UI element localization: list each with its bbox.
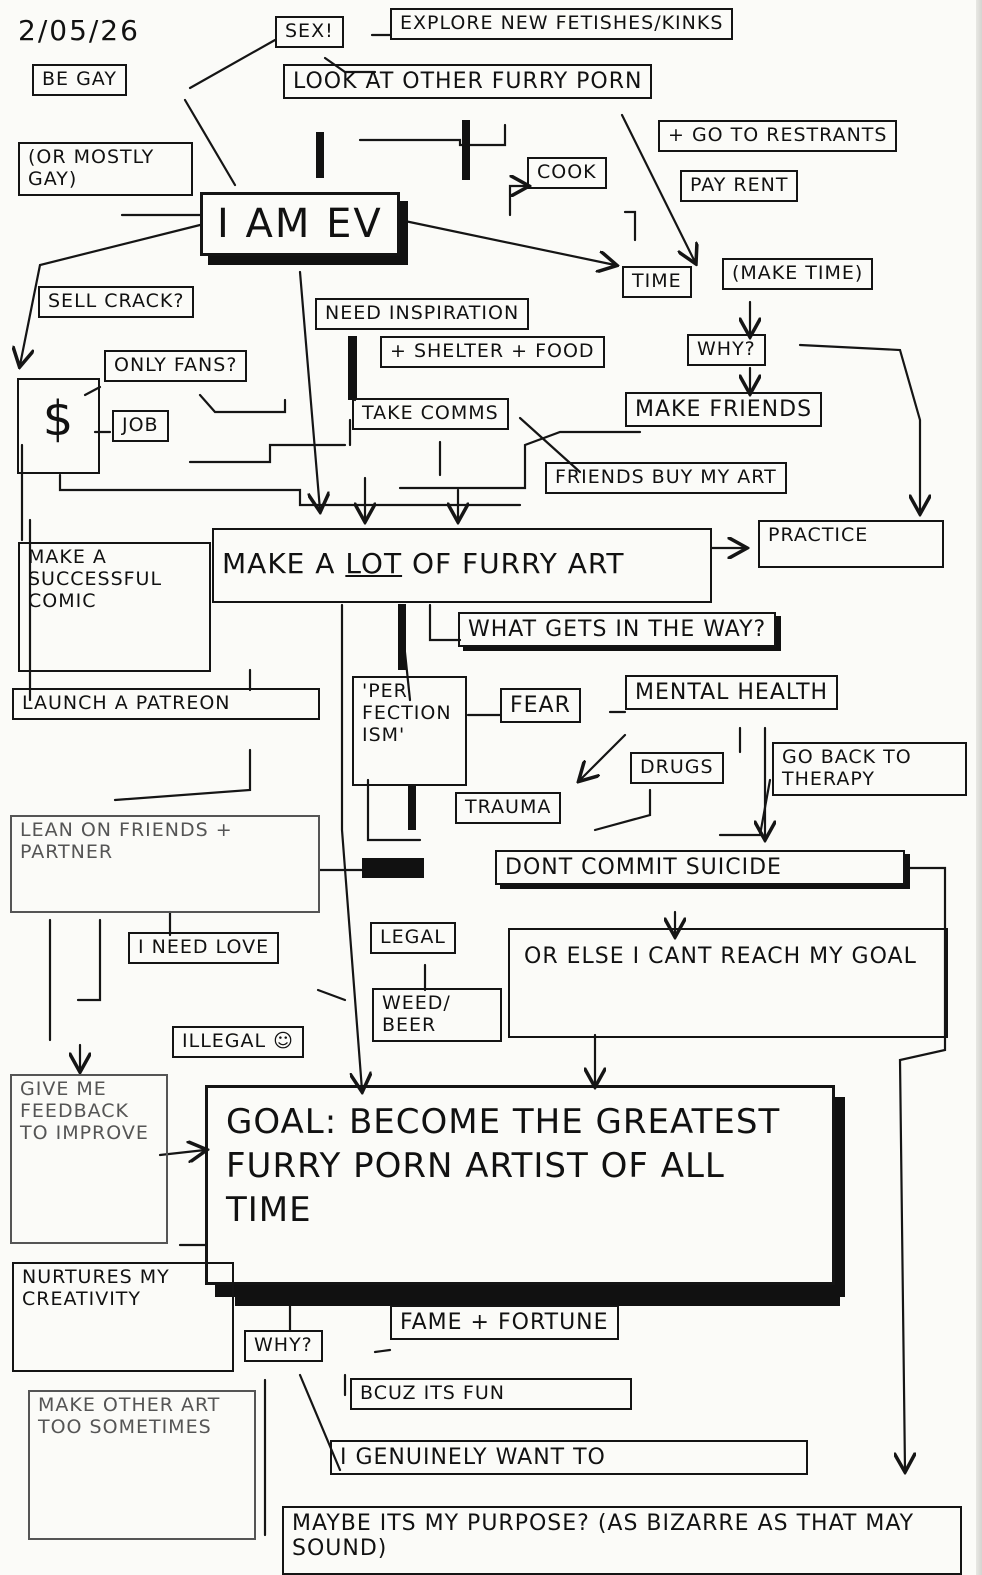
node-why-bottom: WHY? [244,1330,323,1362]
wire-sex-look [323,56,377,74]
wire-onlyfans-dollar [83,385,102,397]
make-art-text-c: OF FURRY ART [411,547,625,580]
wire-iam-left [20,223,202,365]
wire-job-bottom [188,443,347,464]
wire-why-genuinely [298,1373,342,1472]
wire-friends-zig [398,430,642,490]
node-feedback: GIVE ME FEEDBACK TO IMPROVE [10,1074,168,1244]
make-art-text-b: LOT [345,547,403,580]
node-therapy: GO BACK TO THERAPY [772,742,967,796]
bar-art-left [398,604,406,670]
bar-lean-arrow [362,858,424,878]
node-job: JOB [112,410,169,442]
node-make-friends: MAKE FRIENDS [625,392,823,428]
node-mostly-gay: (OR MOSTLY GAY) [18,142,193,196]
node-make-time: (MAKE TIME) [722,258,874,290]
date-label: 2/05/26 [18,14,140,47]
node-shelter-food: + SHELTER + FOOD [380,336,605,368]
node-explore: EXPLORE NEW FETISHES/KINKS [390,8,734,40]
node-legal: LEGAL [370,922,456,954]
node-sell-crack: SELL CRACK? [38,286,195,318]
node-make-comic: MAKE A SUCCESSFUL COMIC [18,542,211,672]
bar-inspiration [348,336,357,400]
node-patreon: LAUNCH A PATREON [12,688,320,720]
wire-art-main-down [340,603,362,1090]
node-illegal: ILLEGAL ☺ [172,1026,304,1058]
node-fame: FAME + FORTUNE [390,1305,619,1341]
wire-gay-to-iam [183,98,237,187]
node-weed-beer: WEED/ BEER [372,988,502,1042]
node-genuinely: I GENUINELY WANT TO [330,1440,808,1476]
wire-need-right [316,988,347,1002]
node-purpose: MAYBE ITS MY PURPOSE? (AS BIZARRE AS THA… [282,1506,962,1575]
wire-job-right [198,393,287,414]
node-fun: BCUZ ITS FUN [350,1378,632,1410]
node-friends-buy: FRIENDS BUY MY ART [545,462,787,494]
node-trauma: TRAUMA [455,792,562,824]
make-art-text-a: MAKE A [222,547,336,580]
node-or-else: OR ELSE I CANT REACH MY GOAL [508,928,948,1038]
wire-cook-in [508,186,527,217]
wire-need-down [76,918,102,1002]
wire-therapy-left [718,778,772,837]
node-goal: GOAL: BECOME THE GREATEST FURRY PORN ART… [205,1085,835,1285]
bar-under-look-b [462,120,470,180]
node-lean-on: LEAN ON FRIENDS + PARTNER [10,815,320,913]
node-fear: FEAR [500,688,581,724]
wire-iam-down [298,270,320,510]
wire-look-time [620,113,695,262]
wire-art-what [428,603,462,642]
node-only-fans: ONLY FANS? [104,350,248,382]
node-dont-suicide: DONT COMMIT SUICIDE [495,850,905,886]
node-need-love: I NEED LOVE [128,932,280,964]
bar-goal-bottom [235,1282,840,1306]
node-make-art: MAKE A LOT OF FURRY ART [212,528,712,603]
node-what-gets: WHAT GETS IN THE WAY? [458,612,777,648]
wire-cook-down [623,210,637,242]
node-time: TIME [622,266,692,298]
node-make-other: MAKE OTHER ART TOO SOMETIMES [28,1390,256,1540]
node-pay-rent: PAY RENT [680,170,799,202]
wire-drugs-down [593,788,652,832]
wire-dont-right [900,866,947,1470]
wire-why-fame [373,1348,392,1354]
node-need-inspiration: NEED INSPIRATION [315,298,530,330]
wire-perfection-down [366,778,422,842]
node-sex: SEX! [275,16,344,48]
bar-perfection-down [408,785,416,830]
wire-gay-to-sex [188,38,277,90]
node-perfection: 'PER FECTION ISM' [352,676,467,786]
bar-under-look-a [316,132,324,178]
node-i-am-ev: I AM EV [200,192,400,256]
node-practice: PRACTICE [758,520,944,568]
node-why-top: WHY? [687,334,766,366]
node-drugs: DRUGS [630,752,724,784]
wire-bottom-rail [58,473,522,507]
node-go-restaurants: + GO TO RESTRANTS [658,120,898,152]
node-take-comms: TAKE COMMS [352,398,509,430]
node-cook: COOK [527,157,607,189]
node-mental-health: MENTAL HEALTH [625,675,839,711]
wire-mental-trauma [580,733,627,780]
node-look-porn: LOOK AT OTHER FURRY PORN [283,64,653,100]
wire-iam-time [398,218,615,265]
wire-why-practice [798,343,920,512]
node-dollar: $ [17,378,100,474]
wire-look-bars [358,123,507,147]
node-be-gay: BE GAY [32,64,127,96]
node-nurtures: NURTURES MY CREATIVITY [12,1262,234,1372]
wire-patreon-lean [113,748,252,802]
